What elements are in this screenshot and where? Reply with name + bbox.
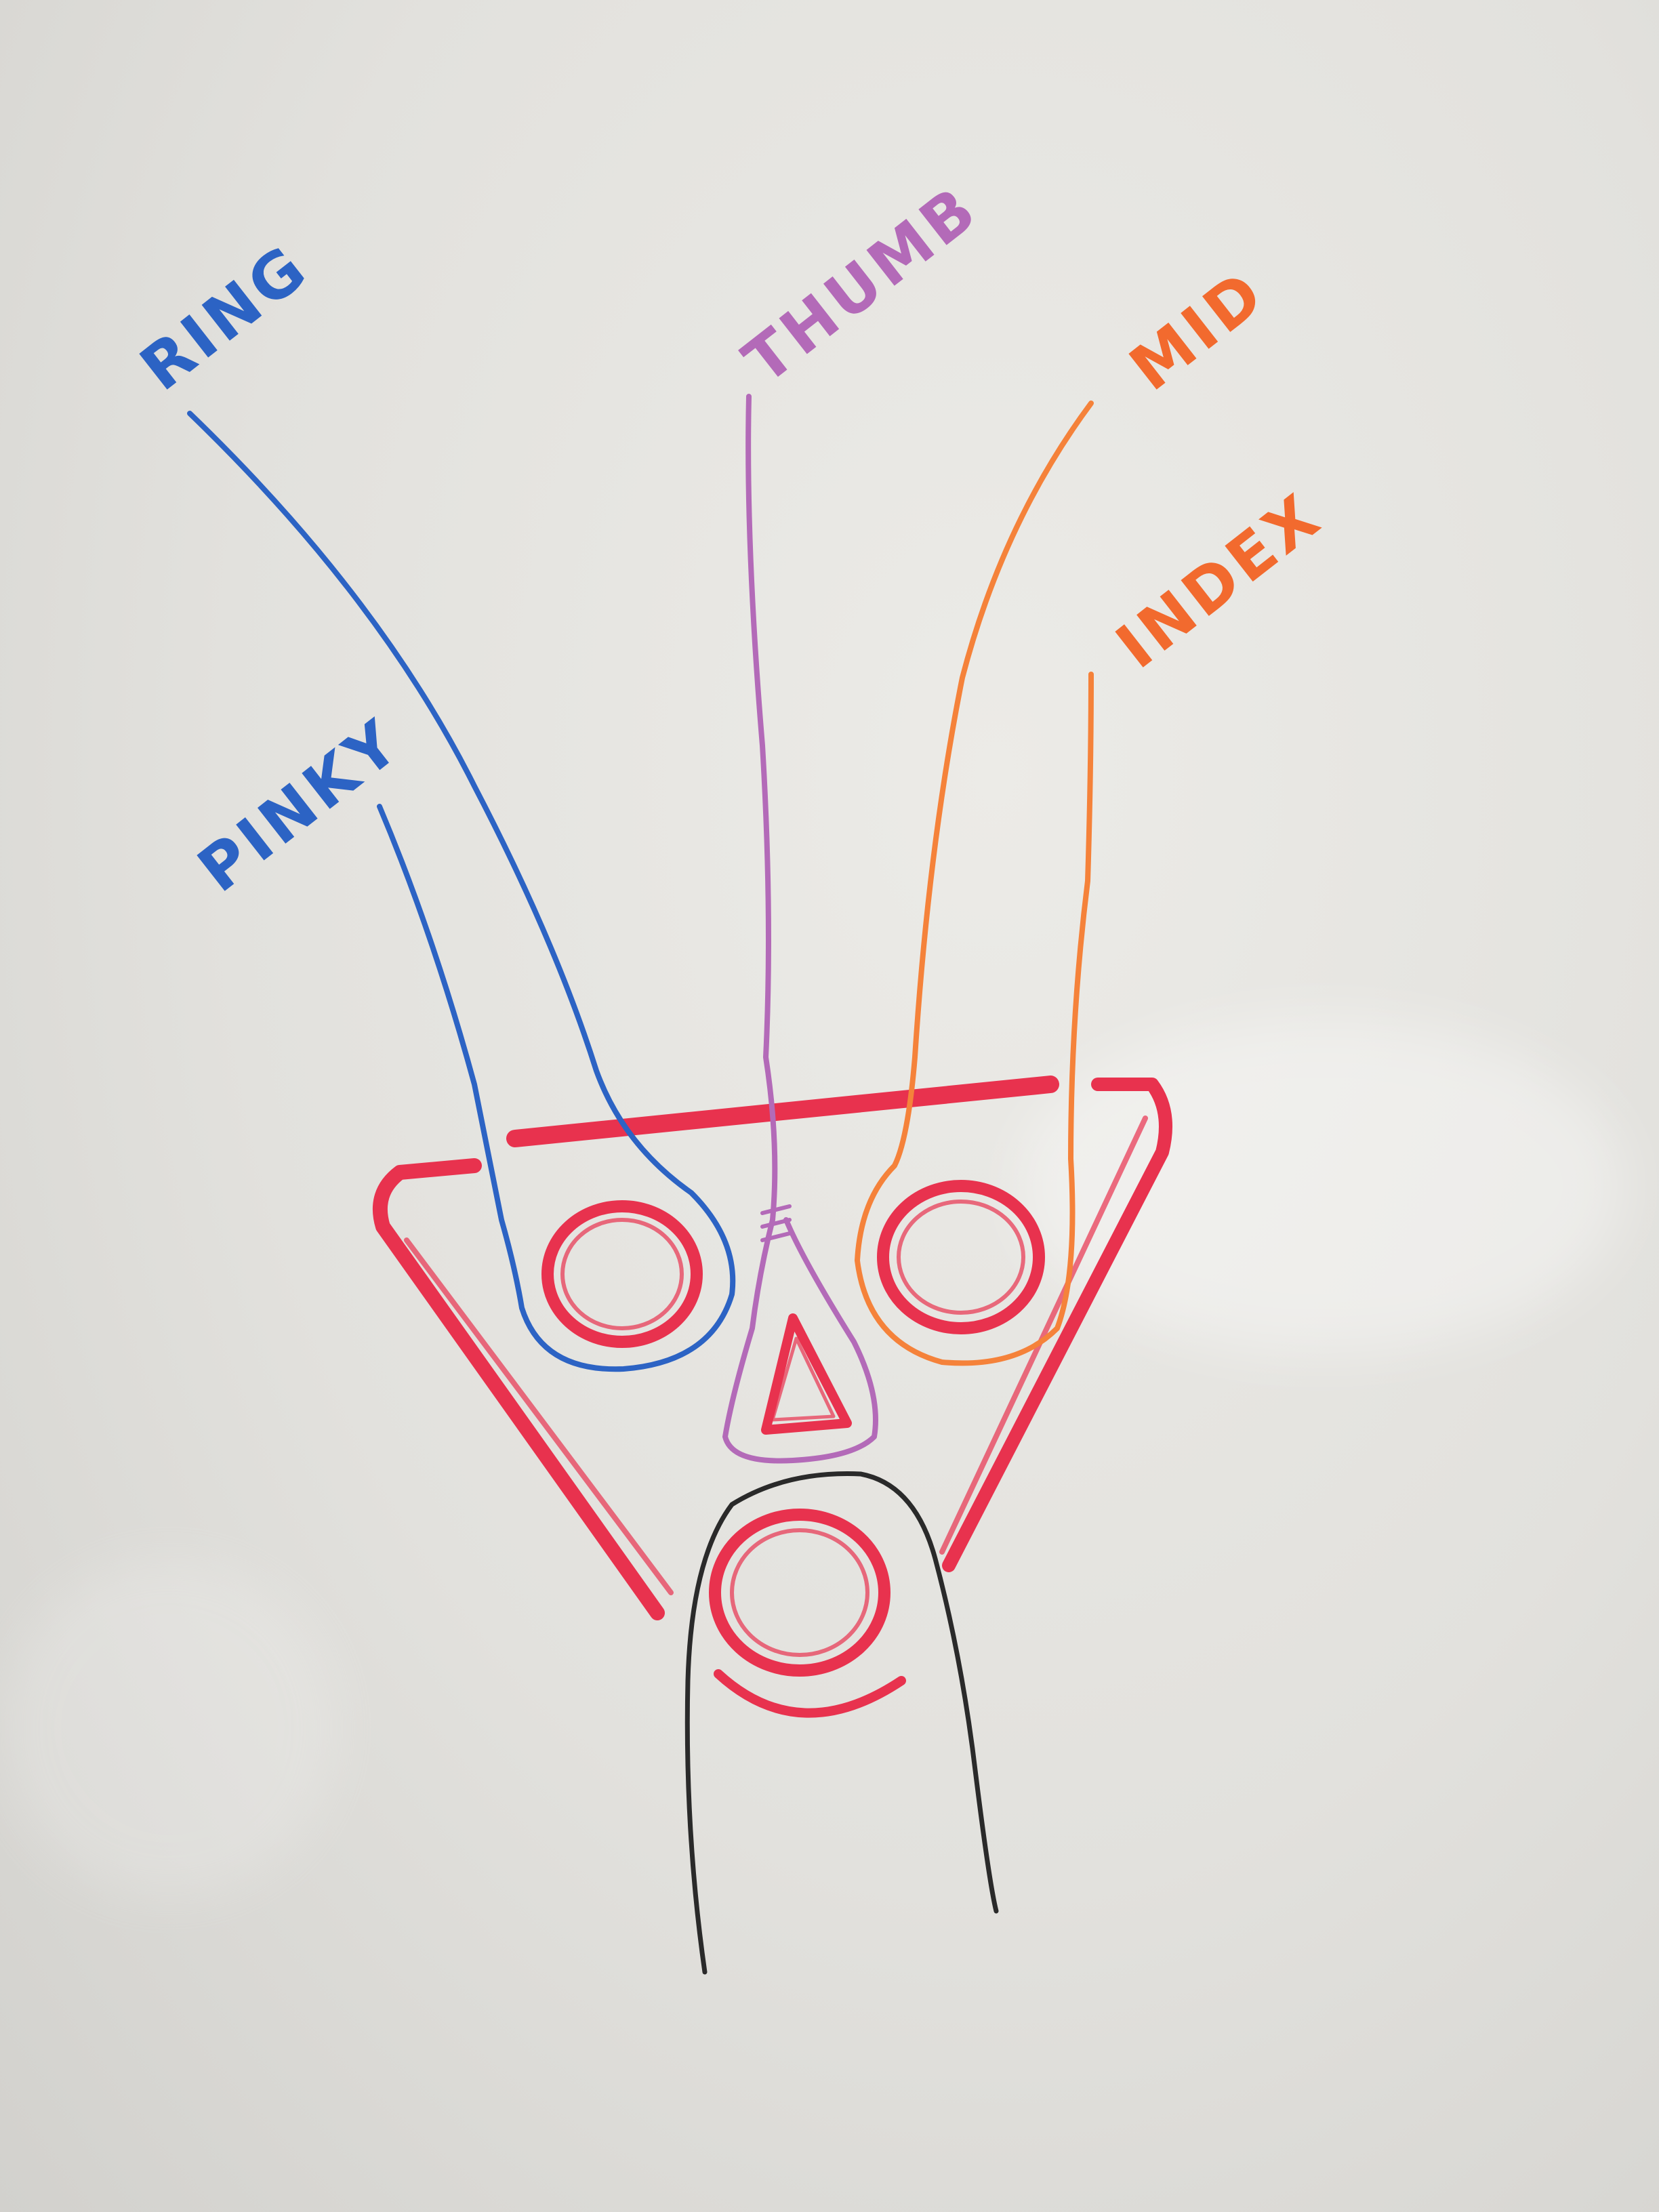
ring-pinky-loop <box>187 411 736 1372</box>
frame-outline <box>372 1076 1172 1620</box>
label-ring: RING <box>127 230 323 405</box>
label-thumb: THUMB <box>731 171 992 398</box>
light-glare-left <box>0 1559 339 1898</box>
thumb-loop <box>722 394 878 1464</box>
mid-index-loop <box>855 401 1094 1366</box>
handle-outline <box>684 1471 999 1975</box>
light-glare <box>1017 1017 1626 1355</box>
hole-right <box>877 1180 1045 1334</box>
label-index: INDEX <box>1103 479 1336 683</box>
hole-left <box>541 1200 703 1348</box>
bottom-hole <box>709 1509 906 1718</box>
label-mid: MID <box>1117 255 1279 405</box>
center-triangle <box>761 1313 852 1435</box>
